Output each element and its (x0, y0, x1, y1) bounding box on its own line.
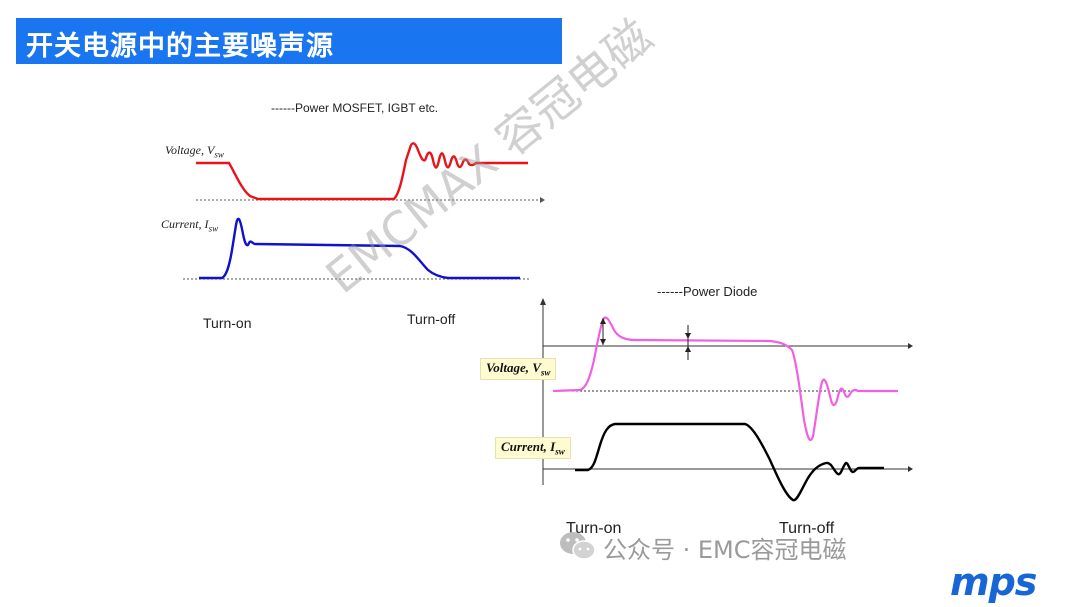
footer-account-text: 公众号 · EMC容冠电磁 (603, 536, 847, 564)
diode-turn-on-label: Turn-on (566, 520, 622, 537)
mps-logo: mps (950, 560, 1037, 604)
mosfet-turn-on-label: Turn-on (203, 315, 252, 331)
page-title: 开关电源中的主要噪声源 (26, 31, 334, 62)
wechat-icon (560, 532, 596, 560)
mosfet-current-label: Current, Isw (161, 217, 219, 234)
mosfet-turn-off-label: Turn-off (407, 311, 456, 327)
diode-voltage-label: Voltage, Vsw (480, 358, 557, 380)
diode-voltage-waveform (552, 316, 898, 442)
diode-heading: ------Power Diode (657, 284, 758, 299)
mosfet-voltage-label: Voltage, Vsw (165, 143, 224, 160)
mosfet-heading: ------Power MOSFET, IGBT etc. (271, 101, 439, 115)
diode-current-label: Current, Isw (495, 437, 571, 459)
diode-current-waveform (575, 422, 884, 502)
mosfet-current-waveform (199, 217, 520, 280)
title-bar: 开关电源中的主要噪声源 (16, 18, 562, 64)
diode-turn-off-label: Turn-off (779, 520, 835, 537)
mosfet-voltage-waveform (196, 142, 528, 201)
